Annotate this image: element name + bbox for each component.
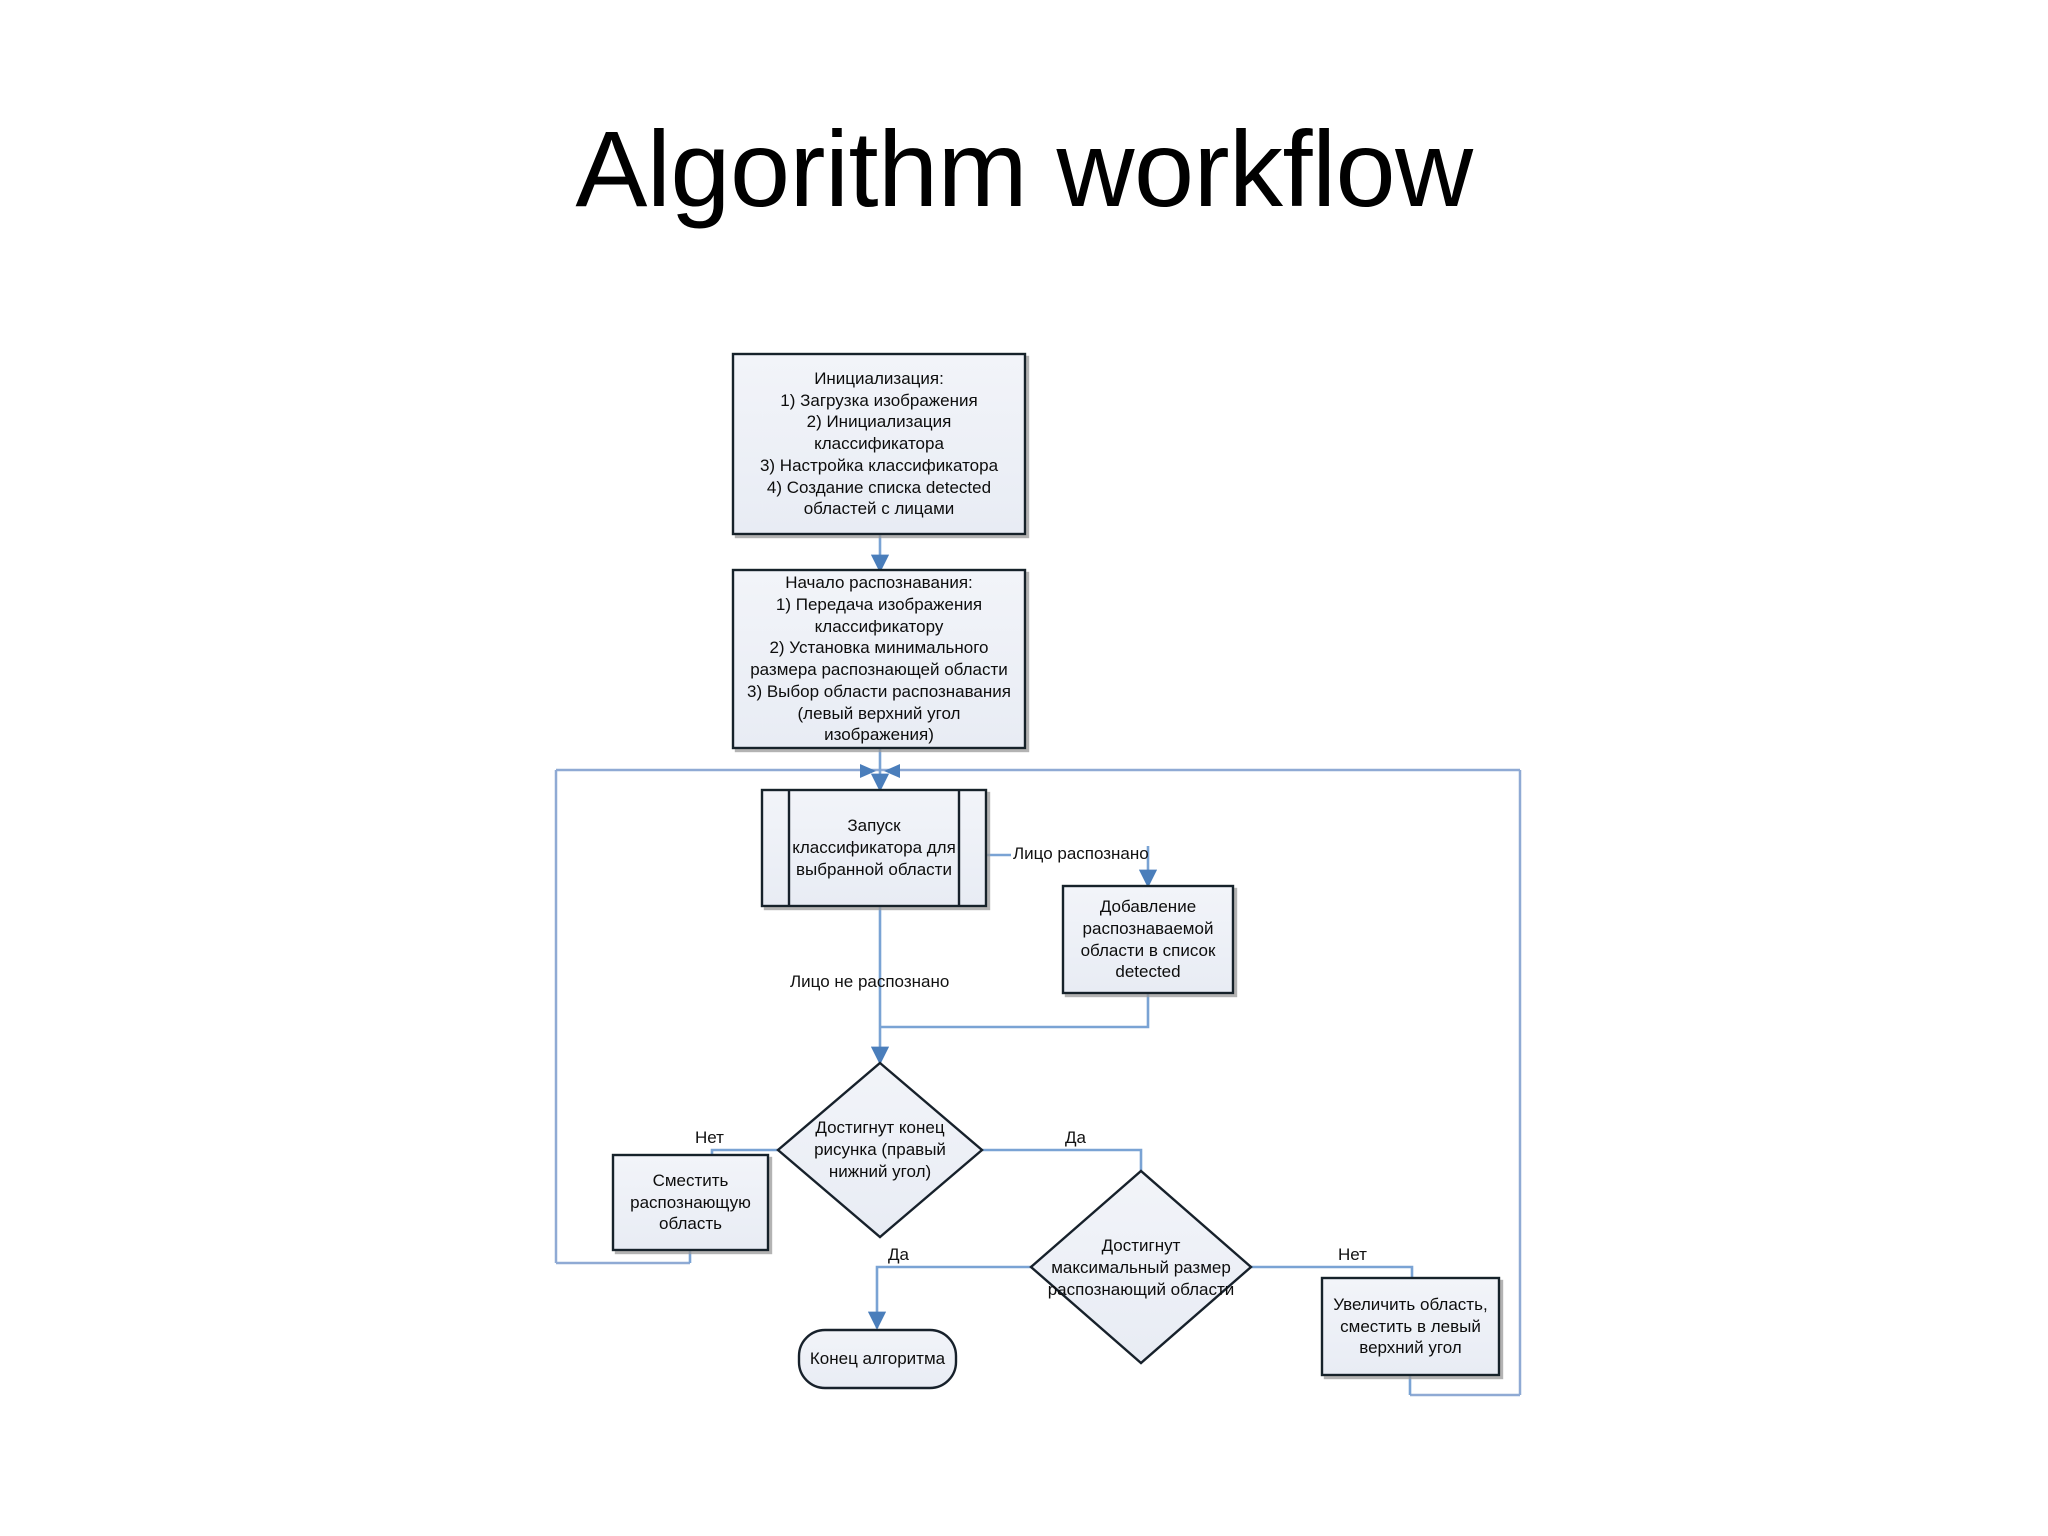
- edge-label-yes-right: Да: [1065, 1128, 1086, 1147]
- edge-label-face-recognized: Лицо распознано: [1013, 844, 1149, 863]
- node-init[interactable]: [731, 352, 1027, 536]
- edge-added-join: [880, 993, 1150, 1029]
- connectors: [688, 534, 1422, 1395]
- loop-return-path: [554, 768, 1522, 1397]
- node-run-classifier-hit[interactable]: [762, 790, 986, 906]
- node-add-detected-hit[interactable]: [1063, 886, 1233, 993]
- node-shift-region[interactable]: [611, 1153, 770, 1252]
- node-init-hit[interactable]: [733, 354, 1025, 534]
- node-add-detected[interactable]: [1061, 884, 1235, 995]
- node-max-size-hit[interactable]: [1031, 1171, 1251, 1363]
- edge-label-no-right: Нет: [1338, 1245, 1367, 1264]
- edge-label-no-left: Нет: [695, 1128, 724, 1147]
- node-shift-region-hit[interactable]: [613, 1155, 768, 1250]
- node-start-recognition[interactable]: [731, 568, 1027, 750]
- node-end-algorithm-hit[interactable]: [799, 1330, 956, 1388]
- node-start-recognition-hit[interactable]: [733, 570, 1025, 748]
- edge-label-face-not-recognized: Лицо не распознано: [790, 972, 950, 991]
- node-end-algorithm[interactable]: [797, 1328, 958, 1390]
- node-enlarge-region-hit[interactable]: [1322, 1278, 1499, 1375]
- edge-label-yes-left: Да: [888, 1245, 909, 1264]
- node-max-size[interactable]: [1029, 1169, 1253, 1365]
- node-end-of-image-hit[interactable]: [778, 1063, 982, 1237]
- edge-max-yes: [867, 1265, 1031, 1330]
- page-title: Algorithm workflow: [575, 108, 1473, 229]
- node-end-of-image[interactable]: [776, 1061, 984, 1239]
- node-enlarge-region[interactable]: [1320, 1276, 1501, 1377]
- node-run-classifier[interactable]: [760, 788, 988, 908]
- loop-join-arrowheads: [860, 764, 900, 778]
